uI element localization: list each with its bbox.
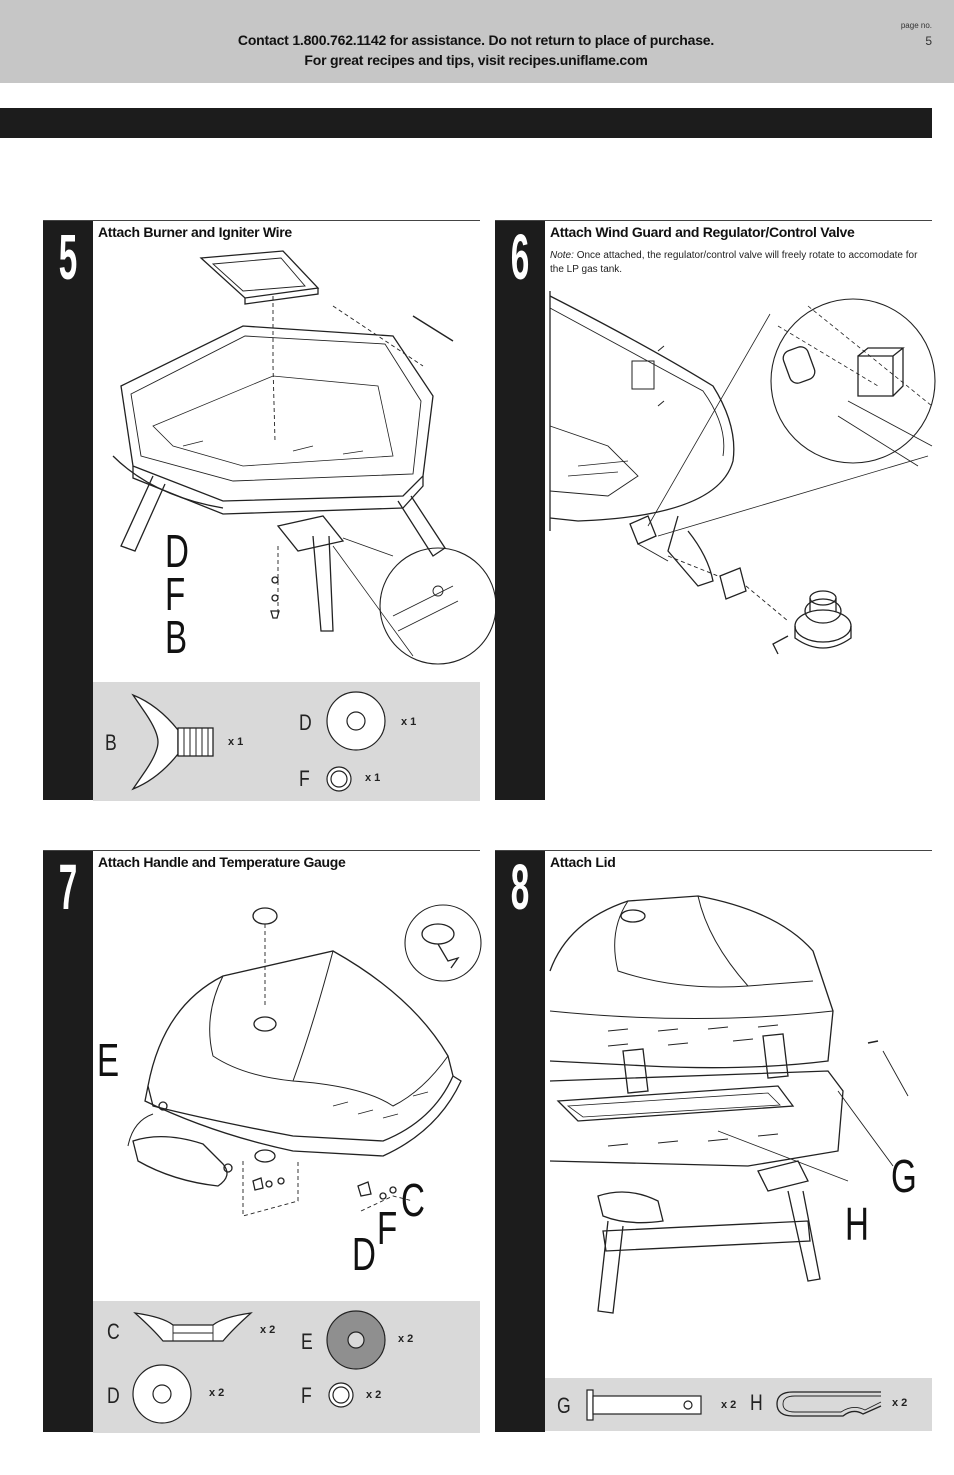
part-letter-c: C: [107, 1319, 120, 1344]
part-letter-f: F: [301, 1383, 312, 1408]
part-qty-d: x 1: [401, 716, 417, 728]
part-qty-b: x 1: [228, 736, 244, 748]
handle-bracket-icon: [133, 1312, 253, 1342]
step-title: Attach Burner and Igniter Wire: [98, 224, 292, 240]
step-stripe: 8: [495, 851, 545, 1432]
step-note: Note: Once attached, the regulator/contr…: [550, 249, 930, 277]
step-number: 8: [510, 851, 530, 923]
part-letter-d: D: [299, 710, 312, 735]
part-letter-f: F: [299, 766, 310, 791]
regulator-valve-diagram-icon: [549, 291, 936, 655]
part-qty-h: x 2: [892, 1397, 908, 1409]
washer-icon: [326, 1310, 386, 1370]
part-qty-g: x 2: [721, 1399, 737, 1411]
part-letter-g: G: [557, 1393, 571, 1418]
part-qty-e: x 2: [398, 1333, 414, 1345]
callout-c: C: [401, 1174, 425, 1226]
step-stripe: 5: [43, 221, 93, 800]
step-title: Attach Lid: [550, 854, 616, 870]
callout-g: G: [891, 1150, 917, 1202]
callout-h: H: [845, 1198, 869, 1250]
recipes-line: For great recipes and tips, visit recipe…: [304, 52, 648, 68]
grill-lid-attach-diagram-icon: [549, 895, 909, 1314]
washer-icon: [132, 1364, 192, 1424]
part-letter-d: D: [107, 1383, 120, 1408]
step-5-panel: 5 Attach Burner and Igniter Wire D F B: [43, 220, 497, 801]
part-qty-d: x 2: [209, 1387, 225, 1399]
callout-b: B: [165, 611, 188, 663]
part-letter-e: E: [301, 1329, 313, 1354]
step-number: 6: [510, 221, 530, 293]
step-stripe: 7: [43, 851, 93, 1432]
washer-icon: [326, 691, 386, 751]
page-header: Contact 1.800.762.1142 for assistance. D…: [0, 0, 954, 83]
callout-e: E: [97, 1034, 120, 1086]
step-8-panel: 8 Attach Lid G H G: [495, 850, 932, 1432]
hairpin-clip-icon: [776, 1391, 882, 1417]
part-letter-h: H: [750, 1390, 763, 1415]
parts-box: G x 2 H x 2: [545, 1378, 932, 1431]
step-6-panel: 6 Attach Wind Guard and Regulator/Contro…: [495, 220, 936, 800]
parts-box: C x 2 E x 2 D x 2 F x 2: [93, 1301, 480, 1433]
part-qty-c: x 2: [260, 1324, 276, 1336]
callout-d: D: [352, 1228, 376, 1280]
callout-d: D: [165, 525, 189, 577]
section-bar: [0, 108, 932, 138]
hinge-pin-icon: [586, 1389, 702, 1421]
step-7-panel: 7 Attach Handle and Temperature Gauge E: [43, 850, 482, 1433]
page-label: page no.: [900, 21, 932, 30]
lock-washer-icon: [326, 766, 352, 792]
step-stripe: 6: [495, 221, 545, 800]
step-number: 5: [58, 221, 78, 293]
callout-f: F: [377, 1202, 398, 1254]
lock-washer-icon: [328, 1382, 354, 1408]
step-title: Attach Wind Guard and Regulator/Control …: [550, 224, 855, 240]
note-text: Once attached, the regulator/control val…: [550, 250, 918, 275]
step-title: Attach Handle and Temperature Gauge: [98, 854, 346, 870]
callout-f: F: [165, 568, 186, 620]
grill-burner-diagram-icon: [112, 250, 497, 665]
wing-nut-icon: [131, 693, 214, 791]
parts-box: B x 1 D x 1 F x 1: [93, 682, 480, 801]
step-number: 7: [58, 851, 78, 923]
part-qty-f: x 2: [366, 1389, 382, 1401]
assistance-line: Contact 1.800.762.1142 for assistance. D…: [237, 32, 715, 48]
note-label: Note:: [550, 250, 574, 261]
page-number: 5: [925, 34, 932, 48]
part-qty-f: x 1: [365, 772, 381, 784]
grill-lid-handle-diagram-icon: [127, 904, 482, 1217]
part-letter-b: B: [105, 730, 117, 755]
